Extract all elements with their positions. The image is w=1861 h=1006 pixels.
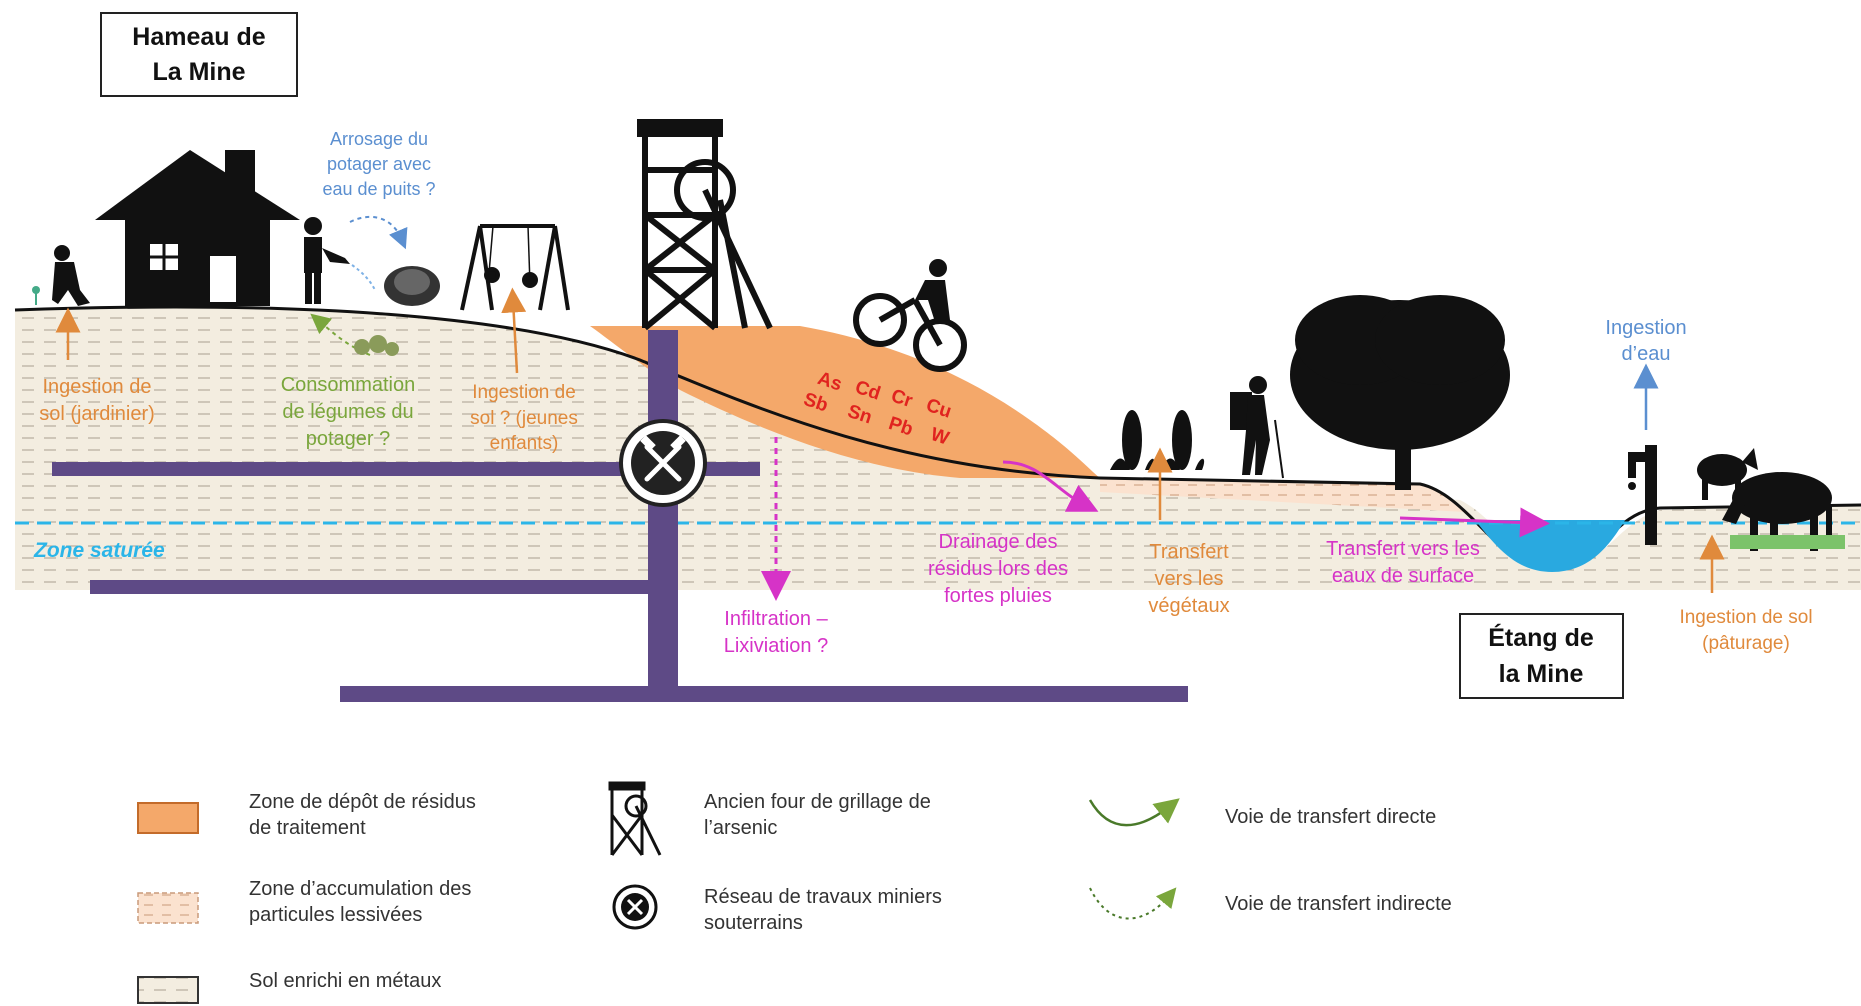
hiker-icon — [1230, 376, 1284, 479]
infiltration-label-2: Lixiviation ? — [724, 635, 829, 657]
plant-transfer-label-2: vers les — [1155, 568, 1224, 590]
vegetables-label-2: de légumes du — [282, 401, 413, 423]
watering-person-icon — [304, 217, 350, 304]
crossed-hammers-icon — [619, 419, 707, 507]
pond-title-box — [1459, 613, 1624, 699]
pond-title-line2: la Mine — [1499, 660, 1584, 688]
pond-water — [1475, 520, 1625, 572]
watering-arrow — [349, 215, 408, 250]
mine-galleries — [52, 330, 1188, 702]
grass-patch — [1730, 535, 1845, 549]
legend-furnace-label-1: Ancien four de grillage de — [704, 791, 931, 813]
hamlet-title-line2: La Mine — [152, 58, 245, 86]
vegetable-cluster — [354, 335, 399, 356]
hamlet-title-box — [100, 12, 298, 97]
soil-children-label-1: Ingestion de — [472, 382, 576, 403]
accumulation-zone — [1100, 478, 1465, 512]
legend-furnace-label-2: l’arsenic — [704, 817, 777, 839]
legend-crossed-hammers-icon — [612, 884, 658, 930]
element-w: W — [928, 424, 952, 450]
drainage-label-3: fortes pluies — [944, 585, 1052, 607]
legend-enriched-soil-swatch — [137, 976, 199, 1004]
watering-label-3: eau de puits ? — [322, 179, 435, 199]
enriched-soil-layer — [15, 307, 1861, 590]
legend-accumulation-label-2: particules lessivées — [249, 904, 422, 926]
soil-pasture-label-2: (pâturage) — [1702, 633, 1790, 654]
watering-spray — [351, 264, 376, 291]
cabbage-icon — [384, 266, 440, 306]
legend-indirect-path-label: Voie de transfert indirecte — [1225, 893, 1452, 915]
drainage-arrow — [1002, 460, 1099, 512]
soil-gardener-label-1: Ingestion de — [43, 376, 152, 398]
legend-accumulation-label-1: Zone d’accumulation des — [249, 878, 471, 900]
residue-deposit-zone — [590, 326, 1100, 478]
watering-label-1: Arrosage du — [330, 129, 428, 149]
legend-residue-label-1: Zone de dépôt de résidus — [249, 791, 476, 813]
swing-icon — [460, 224, 570, 311]
plant-transfer-label-1: Transfert — [1149, 541, 1229, 563]
legend: Zone de dépôt de résidus de traitement Z… — [137, 781, 1452, 1004]
legend-headframe-icon — [608, 781, 662, 856]
vegetable-arrow — [310, 313, 371, 356]
legend-residue-label-2: de traitement — [249, 817, 366, 839]
tree-icon — [1290, 295, 1510, 490]
drainage-label-2: résidus lors des — [928, 558, 1068, 580]
gardener-icon — [32, 245, 90, 306]
cyclist-icon — [853, 259, 967, 372]
cow-icon — [1722, 472, 1832, 551]
watering-label-2: potager avec — [327, 154, 431, 174]
legend-accumulation-swatch — [137, 892, 199, 924]
legend-residue-swatch — [137, 802, 199, 834]
water-ingestion-label-2: d’eau — [1622, 343, 1671, 365]
hamlet-title-line1: Hameau de — [132, 23, 265, 51]
water-ingestion-label-1: Ingestion — [1605, 317, 1686, 339]
legend-direct-path-label: Voie de transfert directe — [1225, 806, 1436, 828]
headframe-icon — [637, 119, 773, 331]
soil-children-label-3: enfants) — [490, 433, 559, 454]
plant-transfer-label-3: végétaux — [1148, 595, 1229, 617]
legend-enriched-soil-label: Sol enrichi en métaux — [249, 970, 441, 992]
legend-network-label-1: Réseau de travaux miniers — [704, 886, 942, 908]
infiltration-label-1: Infiltration – — [724, 608, 828, 630]
surface-transfer-arrow — [1399, 507, 1550, 538]
soil-pasture-label-1: Ingestion de sol — [1679, 607, 1812, 628]
soil-gardener-label-2: sol (jardinier) — [39, 403, 155, 425]
soil-children-label-2: sol ? (jeunes — [470, 408, 578, 429]
vegetables-label-1: Consommation — [281, 374, 416, 396]
legend-direct-path-icon — [1088, 798, 1180, 827]
water-tap-icon — [1628, 445, 1657, 545]
orange-arrows — [55, 287, 1725, 593]
house-icon — [95, 150, 300, 306]
pond-title-line1: Étang de — [1488, 623, 1594, 652]
legend-indirect-path-icon — [1089, 887, 1177, 920]
surface-transfer-label-1: Transfert vers les — [1326, 538, 1480, 560]
vegetables-label-3: potager ? — [306, 428, 391, 450]
legend-network-label-2: souterrains — [704, 912, 803, 934]
surface-transfer-label-2: eaux de surface — [1332, 565, 1474, 587]
saturated-zone-label: Zone saturée — [33, 539, 165, 562]
corn-icon — [1110, 410, 1205, 470]
drainage-label-1: Drainage des — [939, 531, 1058, 553]
